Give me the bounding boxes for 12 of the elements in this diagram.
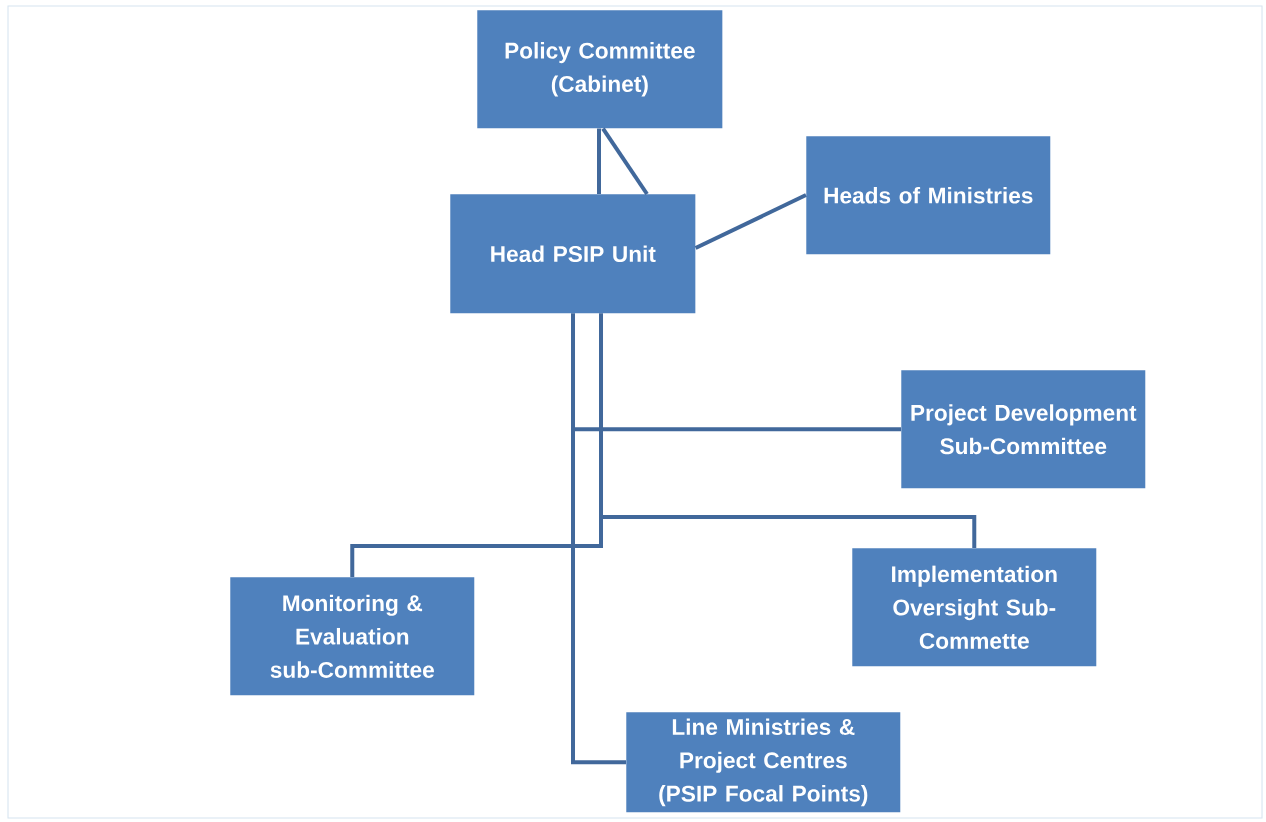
connector-line <box>601 127 649 196</box>
connector-line <box>350 313 603 577</box>
org-box: Implementation Oversight Sub-Commette <box>852 548 1097 667</box>
org-box: Policy Committee (Cabinet) <box>477 10 723 129</box>
connector-line <box>597 128 601 194</box>
connector-line <box>694 193 807 250</box>
org-box: Line Ministries & Project Centres (PSIP Focal Points) <box>626 712 901 813</box>
connector-line <box>571 313 626 765</box>
org-box: Heads of Ministries <box>806 136 1051 255</box>
org-box: Monitoring & Evaluation sub-Committee <box>230 577 475 696</box>
org-box: Head PSIP Unit <box>450 194 696 314</box>
org-box: Project Development Sub-Committee <box>901 370 1146 489</box>
